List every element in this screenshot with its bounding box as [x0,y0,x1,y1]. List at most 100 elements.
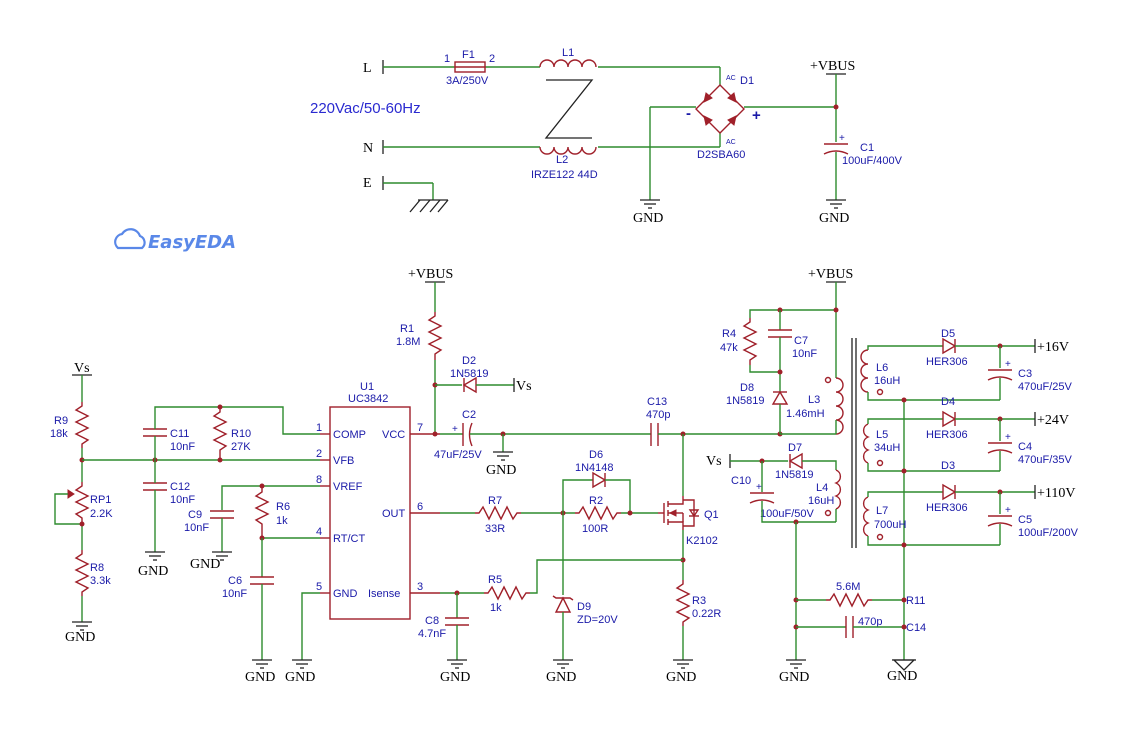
R10-value: 27K [231,441,251,453]
resistor-R1[interactable]: R1 1.8M [396,312,443,360]
inductor-L7[interactable]: L7 700uH [862,496,907,541]
pin-out: OUT [382,508,406,520]
diode-D6[interactable]: D6 1N4148 [575,449,614,489]
C11-value: 10nF [170,441,195,453]
Q1-value: K2102 [686,535,718,547]
C7-ref: C7 [794,335,808,347]
L4-ref: L4 [816,482,828,494]
D3-value: HER306 [926,502,968,514]
v16-label: +16V [1037,340,1069,355]
capacitor-C10[interactable]: + C10 100uF/50V [731,475,814,520]
diode-D2[interactable]: D2 1N5819 [450,355,489,394]
L7-value: 700uH [874,519,906,531]
L7-ref: L7 [876,505,888,517]
R8-ref: R8 [90,562,104,574]
resistor-R2[interactable]: R2 100R [575,495,621,535]
gnd-c2: GND [486,451,516,478]
capacitor-C3[interactable]: + C3 470uF/25V [987,359,1072,393]
L3-ref: L3 [808,394,820,406]
inductor-L4[interactable]: L4 16uH [808,469,842,517]
D7-value: 1N5819 [775,469,814,481]
pin-1-num: 1 [316,422,322,434]
resistor-R9[interactable]: R9 18k [50,402,90,448]
capacitor-C13[interactable]: C13 470p [646,396,670,446]
zener-D9[interactable]: D9 ZD=20V [552,595,618,626]
capacitor-C5[interactable]: + C5 100uF/200V [987,505,1079,539]
resistor-R10[interactable]: R10 27K [212,407,251,460]
potentiometer-RP1[interactable]: RP1 2.2K [67,482,113,522]
capacitor-C14[interactable]: 470p C14 [845,616,926,638]
R1-ref: R1 [400,323,414,335]
svg-text:+: + [756,482,762,493]
C10-value: 100uF/50V [760,508,814,520]
common-mode-choke[interactable]: L1 L2 IRZE122 44D [531,47,598,181]
L2-ref: L2 [556,154,568,166]
resistor-R6[interactable]: R6 1k [254,486,290,538]
ic-U1[interactable]: U1 UC3842 1 COMP 2 VFB 8 VREF 4 RT/CT 5 … [316,381,440,620]
diode-D4[interactable]: HER306 [926,410,968,441]
isolation-bridge: 5.6M R11 470p C14 GND [796,581,926,684]
inductor-L6[interactable]: L6 16uH [860,349,900,396]
L6-value: 16uH [874,375,900,387]
vs-label-left: Vs [74,361,90,376]
R6-value: 1k [276,515,288,527]
mains-spec-note: 220Vac/50-60Hz [310,100,421,117]
capacitor-C2[interactable]: + C2 47uF/25V [434,409,482,461]
svg-text:+: + [1005,432,1011,443]
D5-value: HER306 [926,356,968,368]
diode-D3[interactable]: HER306 [926,483,968,514]
easyeda-logo: EasyEDA [114,228,236,253]
R3-value: 0.22R [692,608,721,620]
D1-ac2: AC [726,139,736,146]
compensation-network: C11 10nF R10 27K C12 10nF GND [138,404,320,579]
D8-value: 1N5819 [726,395,765,407]
svg-text:+: + [1005,505,1011,516]
capacitor-C9[interactable]: C9 10nF [184,509,234,534]
diode-D7[interactable]: D7 1N5819 [775,442,814,481]
capacitor-C4[interactable]: + C4 470uF/35V [987,432,1072,466]
gnd-c1: GND [819,199,849,226]
resistor-R8[interactable]: R8 3.3k [74,550,111,596]
capacitor-C7[interactable]: C7 10nF [768,329,817,360]
svg-text:+: + [452,424,458,435]
capacitor-C1[interactable]: + C1 100uF/400V [823,133,903,167]
D1-minus: - [686,105,691,122]
diode-D5[interactable]: D5 HER306 [926,328,968,368]
v110-label: +110V [1037,486,1076,501]
gnd-label: GND [666,670,696,685]
resistor-R5[interactable]: R5 1k [484,574,530,614]
fuse-F1[interactable]: F1 1 2 3A/250V [444,49,495,87]
gnd-aux: GND [779,659,809,685]
resistor-R7[interactable]: R7 33R [475,495,521,535]
L1-ref: L1 [562,47,574,59]
D5-ref: D5 [941,328,955,340]
capacitor-C8[interactable]: C8 4.7nF [418,615,469,640]
resistor-R4[interactable]: R4 47k [720,318,758,365]
diode-D8[interactable]: D8 1N5819 [726,382,789,407]
inductor-L3[interactable]: L3 1.46mH [786,376,844,435]
gnd-label: GND [633,211,663,226]
capacitor-C12[interactable]: C12 10nF [143,481,195,506]
pin-rtct: RT/CT [333,533,365,545]
D9-value: ZD=20V [577,614,618,626]
inductor-L5[interactable]: L5 34uH [862,423,901,467]
gnd-label: GND [779,670,809,685]
capacitor-C11[interactable]: C11 10nF [143,428,195,453]
D4-ref: D4 [941,396,955,408]
resistor-R11[interactable]: 5.6M R11 [826,581,925,608]
C6-value: 10nF [222,588,247,600]
capacitor-C6[interactable]: C6 10nF [222,575,274,600]
R3-ref: R3 [692,595,706,607]
transformer-core [851,338,857,548]
oscillator-network: C9 10nF GND R6 1k C6 10nF GND [184,483,320,685]
mosfet-Q1[interactable]: Q1 K2102 [658,496,719,547]
net-label-earth: E [363,176,372,191]
resistor-R3[interactable]: R3 0.22R [675,580,721,626]
L3-value: 1.46mH [786,408,825,420]
pin-4-num: 4 [316,526,322,538]
pin-gnd: GND [333,588,358,600]
C11-ref: C11 [170,428,189,440]
Q1-ref: Q1 [704,509,719,521]
R7-value: 33R [485,523,505,535]
bridge-rectifier-D1[interactable]: D1 D2SBA60 + - AC AC [686,75,761,161]
